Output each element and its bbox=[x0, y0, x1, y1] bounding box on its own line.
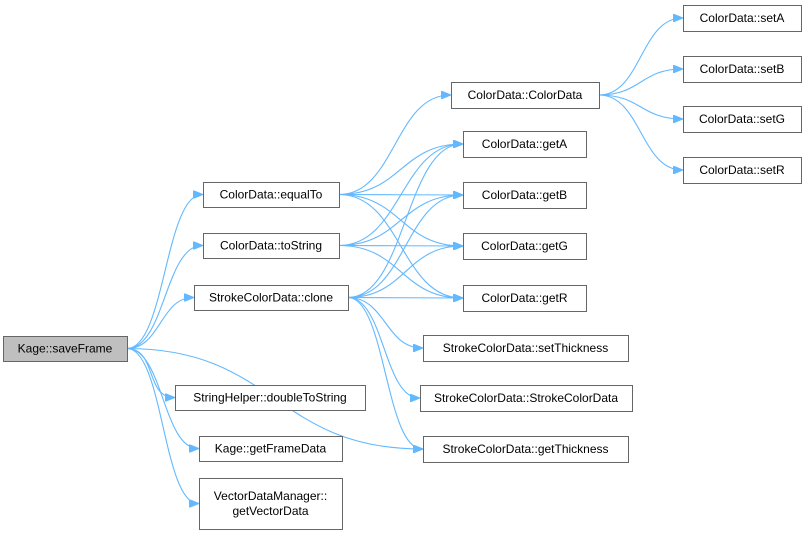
edge-colordata_equalto-to-colordata_geta bbox=[338, 144, 462, 196]
node-strokecolordata_getthickness[interactable]: StrokeColorData::getThickness bbox=[423, 436, 629, 463]
edge-colordata_tostring-to-colordata_getr bbox=[338, 244, 462, 299]
edge-strokecolordata_clone-to-strokecolordata_setthickness bbox=[347, 296, 422, 349]
node-vectordatamanager_getvectordata[interactable]: VectorDataManager::getVectorData bbox=[199, 478, 343, 530]
edge-strokecolordata_clone-to-colordata_geta bbox=[347, 144, 462, 299]
node-box bbox=[175, 385, 366, 411]
node-box bbox=[203, 182, 340, 208]
edge-strokecolordata_clone-to-strokecolordata_strokecolordata bbox=[347, 296, 419, 399]
node-colordata_setr[interactable]: ColorData::setR bbox=[683, 157, 802, 184]
node-kage_saveframe[interactable]: Kage::saveFrame bbox=[3, 336, 128, 362]
node-colordata_setg[interactable]: ColorData::setG bbox=[683, 106, 802, 133]
node-label: ColorData::setG bbox=[699, 112, 785, 126]
nodes-layer: Kage::saveFrameColorData::equalToColorDa… bbox=[3, 5, 802, 530]
node-box bbox=[3, 336, 128, 362]
node-colordata_seta[interactable]: ColorData::setA bbox=[683, 5, 802, 32]
node-kage_getframedata[interactable]: Kage::getFrameData bbox=[199, 436, 343, 462]
edge-strokecolordata_clone-to-colordata_getb bbox=[347, 195, 462, 299]
node-label: ColorData::setR bbox=[699, 163, 785, 177]
edge-colordata_colordata-to-colordata_setr bbox=[598, 94, 682, 170]
node-label: ColorData::getB bbox=[482, 188, 567, 202]
node-box bbox=[463, 233, 587, 260]
edge-kage_saveframe-to-vectordatamanager_getvectordata bbox=[126, 347, 198, 504]
node-colordata_colordata[interactable]: ColorData::ColorData bbox=[451, 82, 600, 109]
node-box bbox=[463, 182, 587, 209]
edge-colordata_tostring-to-colordata_geta bbox=[338, 144, 462, 247]
node-box bbox=[199, 436, 343, 462]
node-box bbox=[683, 56, 802, 83]
node-label: getVectorData bbox=[232, 504, 308, 518]
edge-strokecolordata_clone-to-colordata_getr bbox=[347, 298, 462, 299]
node-label: ColorData::getG bbox=[481, 239, 568, 253]
node-label: Kage::saveFrame bbox=[18, 342, 113, 356]
node-colordata_getg[interactable]: ColorData::getG bbox=[463, 233, 587, 260]
node-label: ColorData::ColorData bbox=[468, 88, 583, 102]
node-box bbox=[423, 436, 629, 463]
edge-colordata_colordata-to-colordata_setb bbox=[598, 69, 682, 96]
edge-strokecolordata_clone-to-colordata_getg bbox=[347, 246, 462, 299]
node-label: ColorData::equalTo bbox=[220, 188, 323, 202]
node-box bbox=[203, 233, 340, 259]
node-label: VectorDataManager:: bbox=[214, 489, 327, 503]
node-colordata_getr[interactable]: ColorData::getR bbox=[463, 285, 587, 312]
edge-kage_saveframe-to-strokecolordata_clone bbox=[126, 298, 193, 350]
node-colordata_equalto[interactable]: ColorData::equalTo bbox=[203, 182, 340, 208]
node-stringhelper_doubletostring[interactable]: StringHelper::doubleToString bbox=[175, 385, 366, 411]
node-colordata_getb[interactable]: ColorData::getB bbox=[463, 182, 587, 209]
node-label: StringHelper::doubleToString bbox=[193, 391, 346, 405]
node-label: ColorData::getA bbox=[482, 137, 567, 151]
node-label: ColorData::getR bbox=[481, 291, 567, 305]
edge-kage_saveframe-to-colordata_equalto bbox=[126, 195, 202, 350]
edge-colordata_tostring-to-colordata_getg bbox=[338, 246, 462, 247]
node-strokecolordata_strokecolordata[interactable]: StrokeColorData::StrokeColorData bbox=[420, 385, 633, 412]
node-box bbox=[683, 157, 802, 184]
edge-kage_saveframe-to-colordata_tostring bbox=[126, 246, 202, 350]
node-colordata_tostring[interactable]: ColorData::toString bbox=[203, 233, 340, 259]
node-box bbox=[683, 5, 802, 32]
node-box bbox=[194, 285, 349, 311]
edge-strokecolordata_clone-to-strokecolordata_getthickness bbox=[347, 296, 422, 450]
node-box bbox=[420, 385, 633, 412]
node-colordata_geta[interactable]: ColorData::getA bbox=[463, 131, 587, 158]
node-label: ColorData::toString bbox=[220, 239, 322, 253]
node-label: StrokeColorData::clone bbox=[209, 291, 333, 305]
node-box bbox=[463, 285, 587, 312]
node-box bbox=[463, 131, 587, 158]
node-strokecolordata_clone[interactable]: StrokeColorData::clone bbox=[194, 285, 349, 311]
node-label: StrokeColorData::StrokeColorData bbox=[434, 391, 618, 405]
edge-colordata_tostring-to-colordata_getb bbox=[338, 195, 462, 247]
edges-layer bbox=[126, 18, 682, 504]
node-box bbox=[683, 106, 802, 133]
node-label: ColorData::setB bbox=[700, 62, 785, 76]
edge-colordata_colordata-to-colordata_seta bbox=[598, 18, 682, 96]
node-label: Kage::getFrameData bbox=[215, 442, 327, 456]
node-strokecolordata_setthickness[interactable]: StrokeColorData::setThickness bbox=[423, 335, 629, 362]
node-label: StrokeColorData::setThickness bbox=[443, 341, 608, 355]
node-box bbox=[423, 335, 629, 362]
node-box bbox=[199, 478, 343, 530]
node-colordata_setb[interactable]: ColorData::setB bbox=[683, 56, 802, 83]
node-box bbox=[451, 82, 600, 109]
edge-kage_saveframe-to-stringhelper_doubletostring bbox=[126, 347, 174, 398]
edge-kage_saveframe-to-kage_getframedata bbox=[126, 347, 198, 449]
edge-colordata_colordata-to-colordata_setg bbox=[598, 94, 682, 119]
node-label: ColorData::setA bbox=[700, 11, 785, 25]
edge-colordata_equalto-to-colordata_colordata bbox=[338, 95, 450, 196]
node-label: StrokeColorData::getThickness bbox=[442, 442, 608, 456]
